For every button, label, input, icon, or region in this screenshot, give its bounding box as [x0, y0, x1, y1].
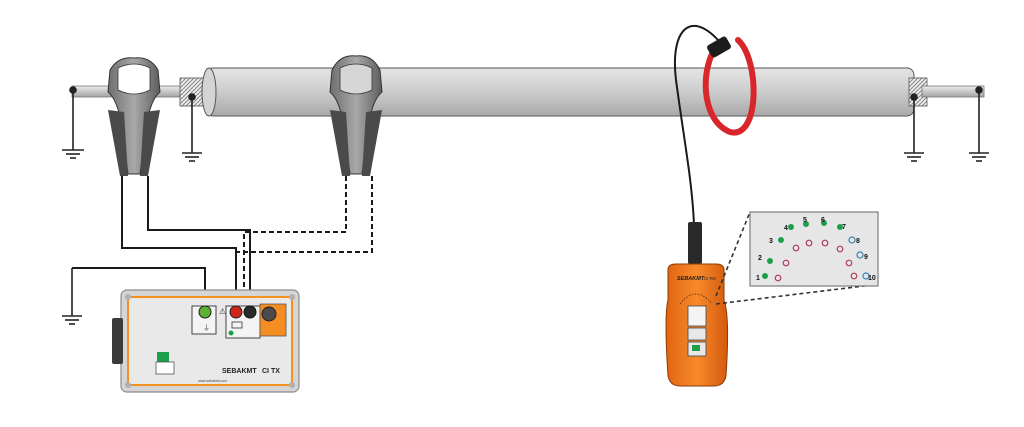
- led-label-8: 8: [856, 238, 860, 245]
- led-inner-4: [805, 239, 813, 247]
- led-inner-5: [821, 239, 829, 247]
- tx-website-label: www.sebakmt.com: [198, 379, 227, 383]
- ground-terminal[interactable]: [198, 305, 212, 319]
- test-leads: [72, 25, 719, 300]
- cable-jacket-left-end: [201, 67, 217, 117]
- led-label-6: 6: [821, 217, 825, 224]
- rx-brand-label: SEBAKMT: [677, 276, 705, 282]
- rx-model-label: CI RX: [704, 276, 716, 281]
- led-inner-8: [850, 272, 858, 280]
- clamp-shield[interactable]: [329, 55, 383, 176]
- cable-jacket[interactable]: [205, 67, 915, 117]
- output-terminal-black[interactable]: [243, 305, 257, 319]
- led-inner-1: [774, 274, 782, 282]
- coil-connector: [707, 36, 731, 58]
- led-label-4: 4: [784, 225, 788, 232]
- control-knob[interactable]: [261, 306, 277, 322]
- led-outer-8: [848, 236, 856, 244]
- cable-right-conductor: [921, 85, 985, 98]
- led-outer-4: [788, 224, 794, 230]
- ground-connections: [62, 86, 989, 325]
- ground-symbol-right-shield: [904, 93, 924, 162]
- led-outer-5: [803, 221, 809, 227]
- led-outer-6: [821, 220, 827, 226]
- ground-symbol-right-conductor: [969, 86, 989, 162]
- led-outer-7: [837, 224, 843, 230]
- led-inner-6: [836, 245, 844, 253]
- test-leads-dashed: [235, 176, 373, 300]
- led-label-10: 10: [868, 275, 876, 282]
- led-label-5: 5: [803, 217, 807, 224]
- rogowski-coil[interactable]: [702, 35, 757, 136]
- led-indicators: [762, 220, 870, 282]
- led-outer-1: [762, 273, 768, 279]
- led-label-7: 7: [842, 224, 846, 231]
- zoom-callout-lines: [715, 211, 873, 305]
- ground-symbol-left-shield: [182, 93, 202, 162]
- ground-symbol-transmitter: [62, 268, 82, 325]
- rx-status-indicator: [692, 345, 700, 351]
- rx-display: [687, 305, 707, 327]
- tx-model-label: CI TX: [262, 368, 280, 375]
- tx-display: [155, 361, 175, 375]
- tx-brand-label: SEBAKMT: [222, 368, 257, 375]
- power-cable: [71, 67, 985, 117]
- led-inner-2: [782, 259, 790, 267]
- rx-led-arc: [679, 293, 713, 305]
- status-indicator: [157, 352, 169, 362]
- svg-text:⏚: ⏚: [203, 324, 210, 332]
- led-outer-2: [767, 258, 773, 264]
- rx-button-1[interactable]: [687, 327, 707, 341]
- led-label-3: 3: [769, 238, 773, 245]
- receiver-ci-rx[interactable]: SEBAKMT CI RX: [665, 222, 729, 387]
- clamp-conductor[interactable]: [107, 57, 161, 176]
- output-terminal-red[interactable]: [229, 305, 243, 319]
- power-led: [228, 330, 234, 336]
- ground-symbol-left-conductor: [62, 86, 84, 159]
- led-inner-7: [845, 259, 853, 267]
- led-labels: 1 2 3 4 5 6 7 8 9 10: [756, 217, 876, 282]
- led-outer-10: [862, 272, 870, 280]
- led-label-1: 1: [756, 275, 760, 282]
- warning-icon: ⚠: [219, 307, 226, 316]
- transmitter-side-handle: [112, 318, 123, 364]
- led-label-9: 9: [864, 254, 868, 261]
- led-label-2: 2: [758, 255, 762, 262]
- led-outer-3: [778, 237, 784, 243]
- led-inner-3: [792, 244, 800, 252]
- receiver-plug: [688, 222, 702, 264]
- indicator-panel-zoom: 1 2 3 4 5 6 7 8 9 10: [749, 211, 879, 287]
- transmitter-ci-tx[interactable]: ⏚ ⚠ SEBAKMT CI TX www.sebakmt.com: [112, 289, 300, 393]
- led-outer-9: [856, 251, 864, 259]
